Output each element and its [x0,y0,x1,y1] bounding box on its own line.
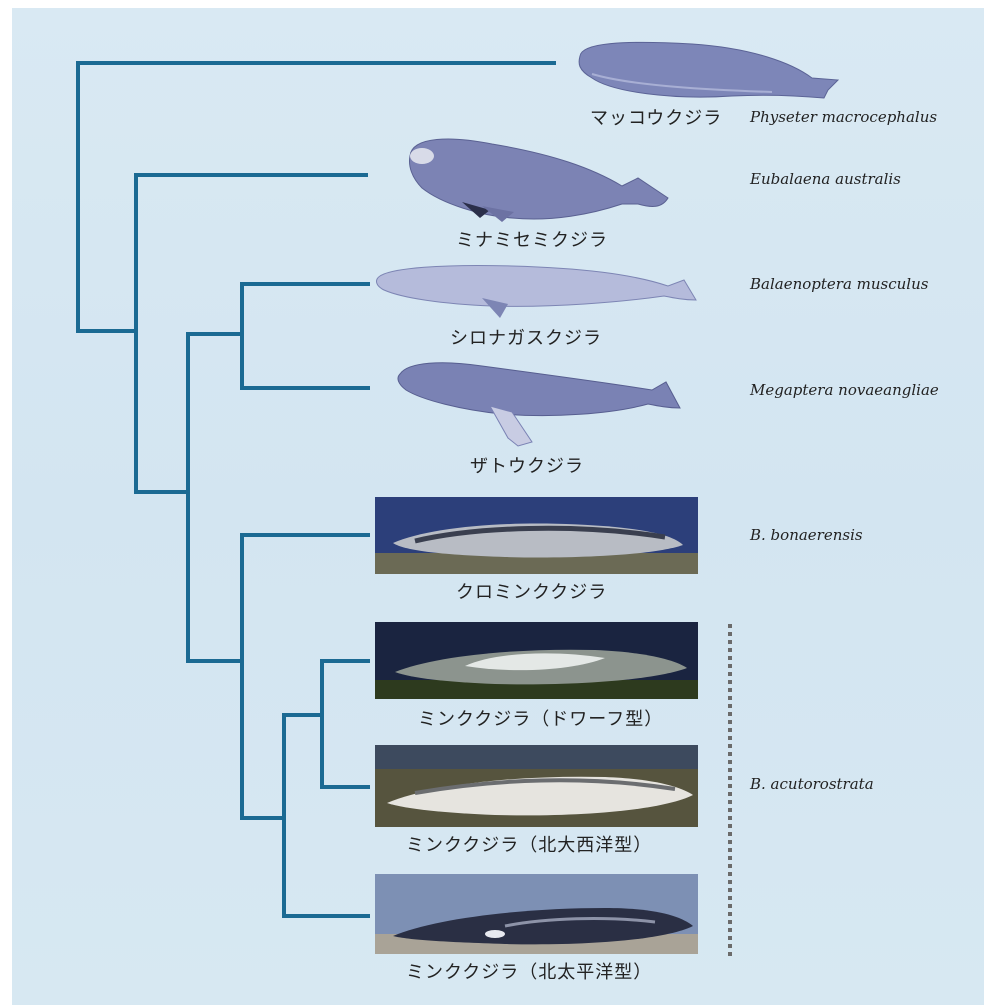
sci-name-acutorostrata: B. acutorostrata [750,775,874,793]
sperm-whale-illustration [579,42,838,98]
jp-name-atlantic-minke: ミンククジラ（北大西洋型） [406,831,652,857]
sci-name-blue-whale: Balaenoptera musculus [750,275,928,293]
jp-name-sperm-whale: マッコウクジラ [590,104,722,130]
phylogeny-panel: マッコウクジラ ミナミセミクジラ シロナガスクジラ ザトウクジラ クロミンククジ… [12,8,984,1005]
sci-name-right-whale: Eubalaena australis [750,170,901,188]
jp-name-right-whale: ミナミセミクジラ [456,226,608,252]
jp-name-humpback: ザトウクジラ [470,452,584,478]
jp-name-blue-whale: シロナガスクジラ [450,324,602,350]
north-pacific-minke-photo [375,874,698,954]
antarctic-minke-photo [375,497,698,574]
dwarf-minke-photo [375,622,698,699]
humpback-whale-illustration [398,363,680,446]
sci-name-humpback: Megaptera novaeangliae [750,381,939,399]
sci-name-antarctic-minke: B. bonaerensis [750,526,863,544]
right-whale-illustration [410,139,669,222]
jp-name-pacific-minke: ミンククジラ（北太平洋型） [406,958,652,984]
north-atlantic-minke-photo [375,745,698,827]
jp-name-dwarf-minke: ミンククジラ（ドワーフ型） [418,705,663,731]
sci-name-sperm-whale: Physeter macrocephalus [750,108,937,126]
jp-name-antarctic-minke: クロミンククジラ [456,578,607,604]
blue-whale-illustration [377,265,696,318]
